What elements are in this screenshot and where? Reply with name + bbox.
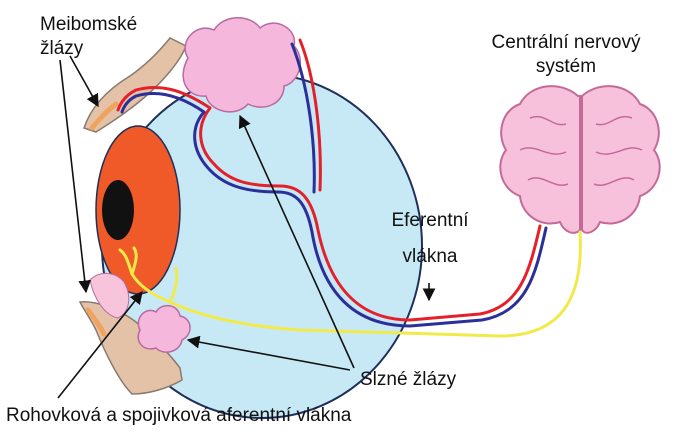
label-efferent-line2: vlákna [403, 246, 458, 267]
label-lacrimal-glands: Slzné žlázy [360, 369, 457, 390]
label-meibomian-glands-line1: Meibomské [40, 14, 137, 35]
label-cns-line1: Centrální nervový [492, 32, 641, 53]
label-efferent-line1: Eferentní [391, 210, 469, 231]
brain [500, 86, 659, 233]
label-cns-line2: systém [536, 56, 596, 77]
label-meibomian-glands-line2: žlázy [40, 38, 84, 59]
pupil [102, 180, 134, 240]
label-afferent-fibers: Rohovková a spojivková aferentní vlákna [6, 405, 352, 426]
